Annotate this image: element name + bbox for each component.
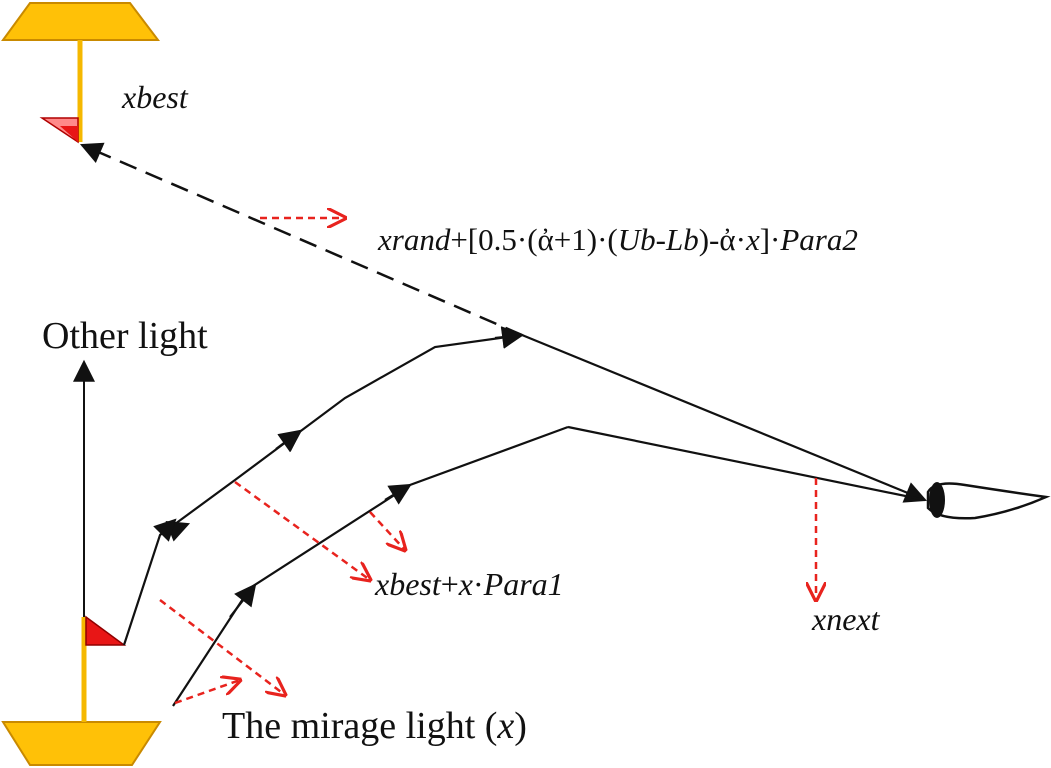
mirage-x: x [496, 705, 514, 747]
formula-part-1: +[0.5·( [450, 222, 537, 257]
upper-arrow-b [275, 429, 302, 452]
xbest-label: xbest [121, 79, 189, 115]
para1-name: Para1 [483, 566, 564, 602]
formula-dot: · [736, 222, 746, 257]
guide-lower-mid [369, 511, 405, 550]
formula-part-4: ]· [760, 222, 781, 257]
xnext-label: xnext [811, 601, 881, 637]
dashed-guide-line [79, 142, 523, 337]
formula-alpha-1: ἀ [538, 222, 554, 257]
lower-ray-to-eye [567, 425, 926, 502]
lower-ray-path [172, 425, 569, 707]
para1-plus: + [441, 566, 459, 602]
guide-upper-low [159, 599, 285, 695]
upper-arrow-a [153, 518, 177, 542]
red-flag-icon [85, 615, 127, 646]
other-light-label: Other light [42, 315, 208, 357]
mirage-light-label: The mirage light (x) [222, 705, 527, 747]
para1-label: xbest+x·Para1 [374, 566, 564, 602]
formula-x: x [745, 222, 760, 257]
guide-lower-low [174, 680, 240, 705]
lower-arrow-a [229, 583, 257, 618]
lower-arrow-b [384, 483, 412, 505]
mirage-close: ) [514, 705, 527, 747]
formula-dash: - [656, 222, 666, 257]
eye-icon [926, 482, 1051, 520]
trapezoid-base-icon [1, 721, 162, 766]
trapezoid-top-icon [1, 1, 161, 41]
formula-part-2: +1)·( [554, 222, 618, 257]
formula-ub: Ub [618, 222, 656, 257]
mirage-text: The mirage light ( [222, 705, 497, 747]
formula-label: xrand+[0.5·(ἀ+1)·(Ub-Lb)-ἀ·x]·Para2 [377, 222, 858, 257]
formula-part-3: )- [699, 222, 720, 257]
upper-ray-to-eye [521, 333, 928, 503]
formula-para2: Para2 [779, 222, 858, 257]
xbest-flag-dark [60, 126, 78, 142]
para1-xbest: xbest [374, 566, 442, 602]
formula-lb: Lb [665, 222, 699, 257]
para1-dot: · [473, 566, 484, 602]
formula-alpha-2: ἀ [719, 222, 735, 257]
para1-x: x [458, 566, 473, 602]
upper-arrow-c [494, 326, 525, 349]
formula-xrand: xrand [377, 222, 451, 257]
guide-upper-mid [234, 480, 370, 580]
